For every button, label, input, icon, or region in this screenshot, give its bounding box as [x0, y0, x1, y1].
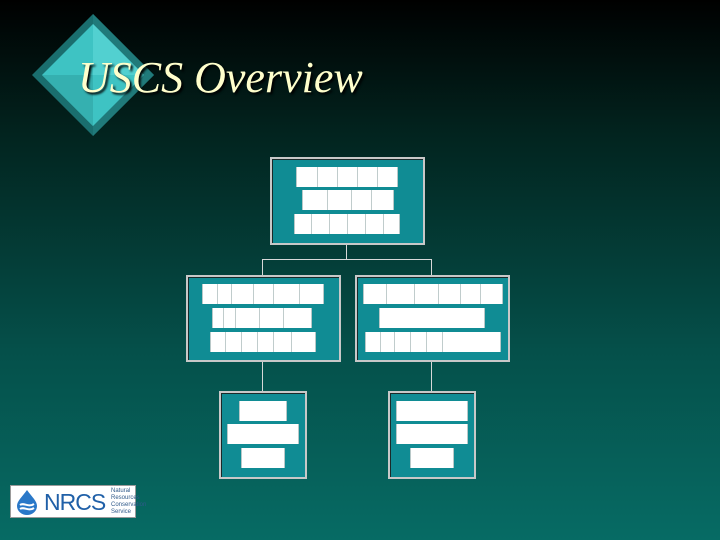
placeholder-bar [302, 190, 394, 210]
connector-line [262, 259, 432, 260]
placeholder-bar [396, 401, 468, 421]
org-box-middle-right [355, 275, 510, 362]
placeholder-bar [294, 214, 400, 234]
connector-line [346, 242, 347, 259]
placeholder-bar [210, 332, 316, 352]
org-box-top [270, 157, 425, 245]
nrcs-logo: NRCS Natural Resources Conservation Serv… [10, 485, 147, 518]
placeholder-bar [212, 308, 312, 328]
page-title: USCS Overview [78, 53, 363, 102]
org-box-bottom-right [388, 391, 476, 479]
logo-wordmark: NRCS [44, 489, 106, 515]
placeholder-bar [202, 284, 324, 304]
org-box-bottom-left [219, 391, 307, 479]
placeholder-bar [296, 167, 398, 187]
placeholder-bar [410, 448, 454, 468]
connector-line [262, 358, 263, 392]
placeholder-bar [227, 424, 299, 444]
placeholder-bar [379, 308, 485, 328]
diamond-bullet-icon [30, 12, 156, 138]
placeholder-bar [239, 401, 287, 421]
connector-line [431, 259, 432, 276]
placeholder-bar [241, 448, 285, 468]
placeholder-bar [365, 332, 501, 352]
placeholder-bar [363, 284, 503, 304]
org-box-middle-left [186, 275, 341, 362]
logo-fine-print: Natural Resources Conservation Service [111, 488, 147, 515]
connector-line [262, 259, 263, 276]
placeholder-bar [396, 424, 468, 444]
connector-line [431, 358, 432, 392]
water-drop-icon [17, 490, 37, 515]
